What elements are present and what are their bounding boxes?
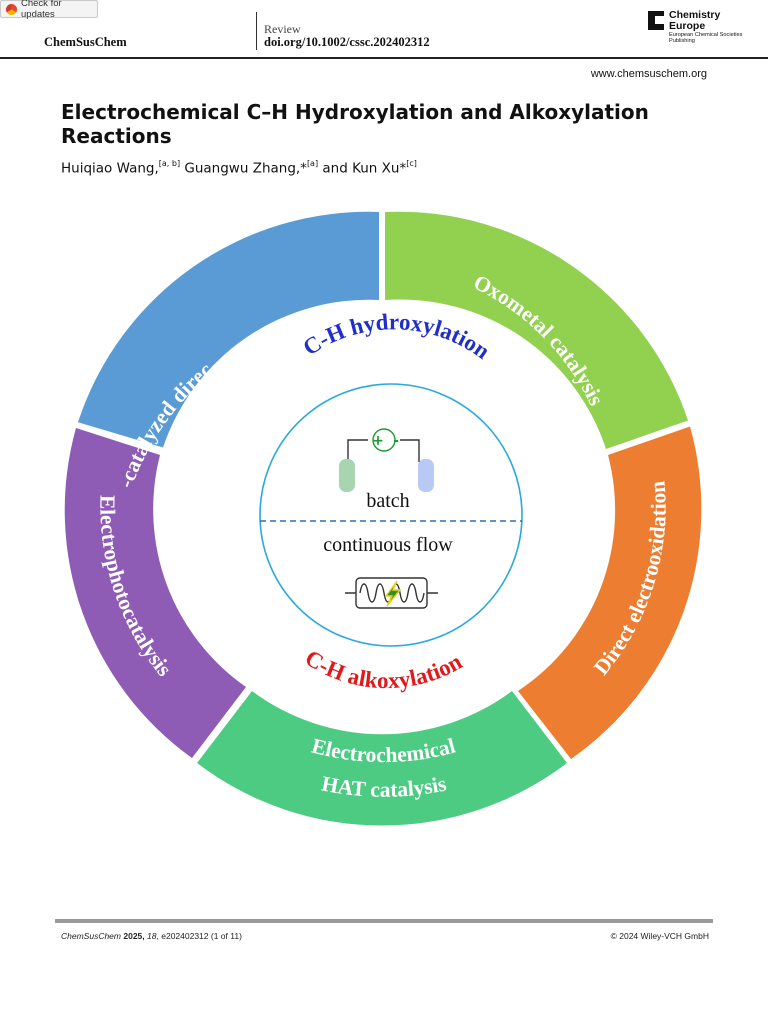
alkoxylation-label: C-H alkoxylation — [301, 645, 467, 693]
article-title: Electrochemical C–H Hydroxylation and Al… — [61, 100, 649, 148]
check-for-updates-button[interactable]: Check for updates — [0, 0, 98, 20]
author-affiliation: [a, b] — [158, 159, 181, 168]
continuous-flow-label: continuous flow — [323, 534, 453, 556]
publisher-name: Chemistry Europe — [669, 9, 721, 32]
journal-website-link[interactable]: www.chemsuschem.org — [590, 68, 707, 80]
journal-name: ChemSusChem — [44, 35, 127, 49]
flow-reactor-icon — [345, 577, 438, 609]
publisher-logo-block[interactable]: Chemistry Europe European Chemical Socie… — [648, 9, 748, 51]
segment-tm-catalyzed[interactable] — [78, 211, 379, 448]
author-name[interactable]: and Kun Xu* — [318, 160, 407, 177]
ring-segments — [64, 211, 702, 826]
footer-journal: ChemSusChem — [61, 931, 121, 941]
figure-canvas: TM-catalyzed directed C-H oxygenation Ox… — [52, 200, 702, 826]
author-name[interactable]: Huiqiao Wang, — [61, 160, 159, 177]
header-divider — [256, 12, 257, 50]
check-for-updates-label: Check for updates — [21, 0, 62, 20]
hydroxylation-label: C-H hydroxylation — [299, 309, 495, 364]
author-affiliation: [a] — [306, 159, 319, 168]
graphical-abstract-figure: TM-catalyzed directed C-H oxygenation Ox… — [52, 200, 716, 832]
segment-direct-electrooxidation[interactable] — [518, 426, 702, 760]
footer-article-id: e202402312 (1 of 11) — [161, 931, 242, 941]
minus-sign: - — [393, 433, 399, 449]
segment-electrophotocatalysis[interactable] — [64, 428, 246, 758]
publisher-subtitle: European Chemical Societies Publishing — [669, 32, 743, 45]
author-name[interactable]: Guangwu Zhang,* — [180, 160, 307, 177]
crossmark-icon — [6, 3, 17, 15]
footer-volume: 18, — [147, 931, 159, 941]
author-affiliation: [c] — [406, 159, 417, 168]
chemistry-europe-logo-icon — [648, 11, 664, 30]
segment-electrochemical-hat[interactable] — [197, 691, 567, 826]
battery-circuit-icon — [339, 428, 434, 492]
article-type: Review — [264, 22, 301, 36]
header-rule — [0, 57, 768, 59]
footer-rule — [55, 919, 713, 923]
plus-sign: + — [372, 433, 384, 449]
footer-copyright: © 2024 Wiley-VCH GmbH — [610, 931, 709, 941]
batch-label: batch — [366, 490, 409, 512]
doi-link[interactable]: doi.org/10.1002/cssc.202402312 — [264, 35, 430, 49]
author-list: Huiqiao Wang,[a, b] Guangwu Zhang,*[a] a… — [61, 159, 417, 177]
inner-circle — [259, 383, 523, 647]
footer-year: 2025, — [123, 931, 145, 941]
footer-citation: ChemSusChem 2025, 18, e202402312 (1 of 1… — [61, 931, 242, 941]
segment-oxometal[interactable] — [385, 211, 688, 449]
